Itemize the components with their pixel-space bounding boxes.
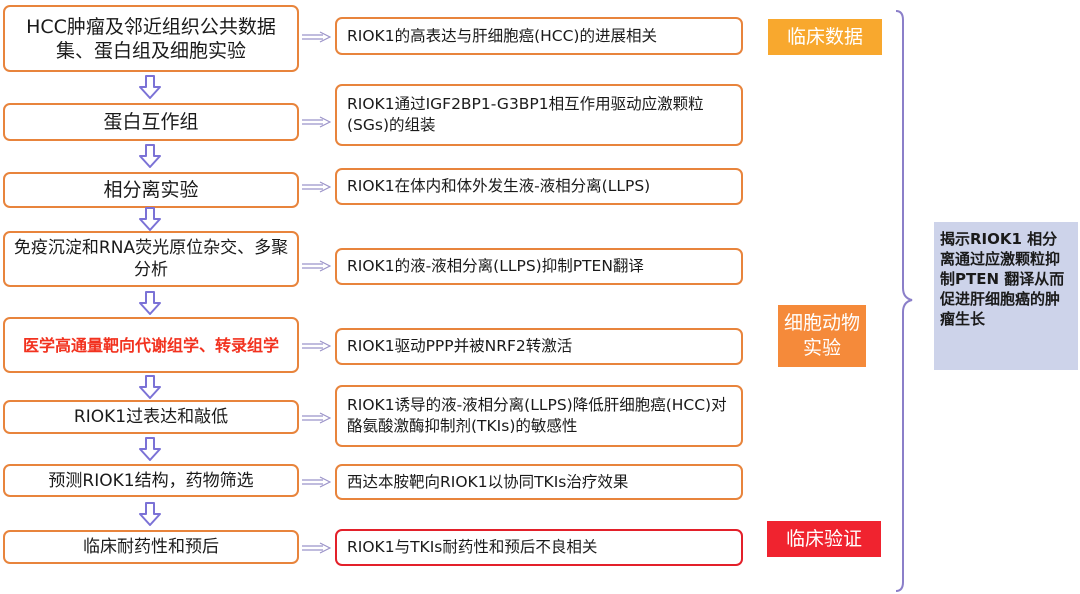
method-label-3: 相分离实验	[103, 179, 199, 201]
finding-label-8: RIOK1与TKIs耐药性和预后不良相关	[347, 538, 598, 556]
down-arrow-icon	[139, 207, 161, 231]
down-arrow-icon	[139, 75, 161, 99]
finding-box-2: RIOK1通过IGF2BP1-G3BP1相互作用驱动应激颗粒(SGs)的组装	[335, 84, 743, 146]
finding-box-4: RIOK1的液-液相分离(LLPS)抑制PTEN翻译	[335, 248, 743, 285]
right-arrow-icon	[302, 181, 331, 193]
method-label-8: 临床耐药性和预后	[83, 537, 219, 557]
finding-label-1: RIOK1的高表达与肝细胞癌(HCC)的进展相关	[347, 26, 657, 45]
down-arrow-icon	[139, 437, 161, 461]
tag-clinical-validation-label: 临床验证	[785, 527, 862, 550]
method-label-5: 医学高通量靶向代谢组学、转录组学	[22, 335, 279, 355]
finding-label-6: RIOK1诱导的液-液相分离(LLPS)降低肝细胞癌(HCC)对酪氨酸激酶抑制剂…	[347, 396, 727, 435]
finding-label-2: RIOK1通过IGF2BP1-G3BP1相互作用驱动应激颗粒(SGs)的组装	[347, 95, 704, 134]
finding-box-3: RIOK1在体内和体外发生液-液相分离(LLPS)	[335, 168, 743, 205]
tag-cell-animal-label: 细胞动物实验	[783, 312, 860, 359]
down-arrow-icon	[139, 375, 161, 399]
right-arrow-icon	[302, 31, 331, 43]
method-label-6: RIOK1过表达和敲低	[73, 407, 229, 427]
finding-label-3: RIOK1在体内和体外发生液-液相分离(LLPS)	[347, 177, 651, 195]
finding-box-8: RIOK1与TKIs耐药性和预后不良相关	[335, 529, 743, 566]
tag-clinical-data: 临床数据	[768, 19, 882, 55]
right-arrow-icon	[302, 260, 331, 272]
right-arrow-icon	[302, 476, 331, 488]
finding-box-5: RIOK1驱动PPP并被NRF2转激活	[335, 328, 743, 365]
conclusion-box: 揭示RIOK1 相分离通过应激颗粒抑制PTEN 翻译从而促进肝细胞癌的肿瘤生长	[934, 222, 1078, 370]
finding-box-1: RIOK1的高表达与肝细胞癌(HCC)的进展相关	[335, 17, 743, 55]
right-arrow-icon	[302, 542, 331, 554]
down-arrow-icon	[139, 502, 161, 526]
method-box-3: 相分离实验	[3, 172, 299, 208]
method-box-8: 临床耐药性和预后	[3, 530, 299, 564]
method-box-5: 医学高通量靶向代谢组学、转录组学	[3, 317, 299, 373]
method-label-2: 蛋白互作组	[103, 111, 199, 133]
tag-clinical-validation: 临床验证	[767, 521, 881, 557]
right-arrow-icon	[302, 116, 331, 128]
finding-box-7: 西达本胺靶向RIOK1以协同TKIs治疗效果	[335, 464, 743, 500]
right-brace-icon	[895, 10, 913, 592]
finding-label-7: 西达本胺靶向RIOK1以协同TKIs治疗效果	[347, 472, 629, 491]
conclusion-text: 揭示RIOK1 相分离通过应激颗粒抑制PTEN 翻译从而促进肝细胞癌的肿瘤生长	[940, 230, 1065, 328]
down-arrow-icon	[139, 144, 161, 168]
method-box-7: 预测RIOK1结构，药物筛选	[3, 464, 299, 497]
method-label-1: HCC肿瘤及邻近组织公共数据集、蛋白组及细胞实验	[26, 15, 276, 62]
method-box-2: 蛋白互作组	[3, 103, 299, 141]
right-arrow-icon	[302, 412, 331, 424]
method-label-4: 免疫沉淀和RNA荧光原位杂交、多聚分析	[13, 238, 289, 280]
method-box-6: RIOK1过表达和敲低	[3, 400, 299, 434]
right-arrow-icon	[302, 340, 331, 352]
finding-box-6: RIOK1诱导的液-液相分离(LLPS)降低肝细胞癌(HCC)对酪氨酸激酶抑制剂…	[335, 385, 743, 447]
method-box-4: 免疫沉淀和RNA荧光原位杂交、多聚分析	[3, 231, 299, 287]
down-arrow-icon	[139, 291, 161, 315]
tag-clinical-data-label: 临床数据	[786, 25, 863, 48]
method-box-1: HCC肿瘤及邻近组织公共数据集、蛋白组及细胞实验	[3, 5, 299, 72]
finding-label-5: RIOK1驱动PPP并被NRF2转激活	[347, 337, 573, 355]
finding-label-4: RIOK1的液-液相分离(LLPS)抑制PTEN翻译	[347, 257, 644, 275]
method-label-7: 预测RIOK1结构，药物筛选	[48, 470, 254, 491]
tag-cell-animal: 细胞动物实验	[778, 305, 866, 367]
